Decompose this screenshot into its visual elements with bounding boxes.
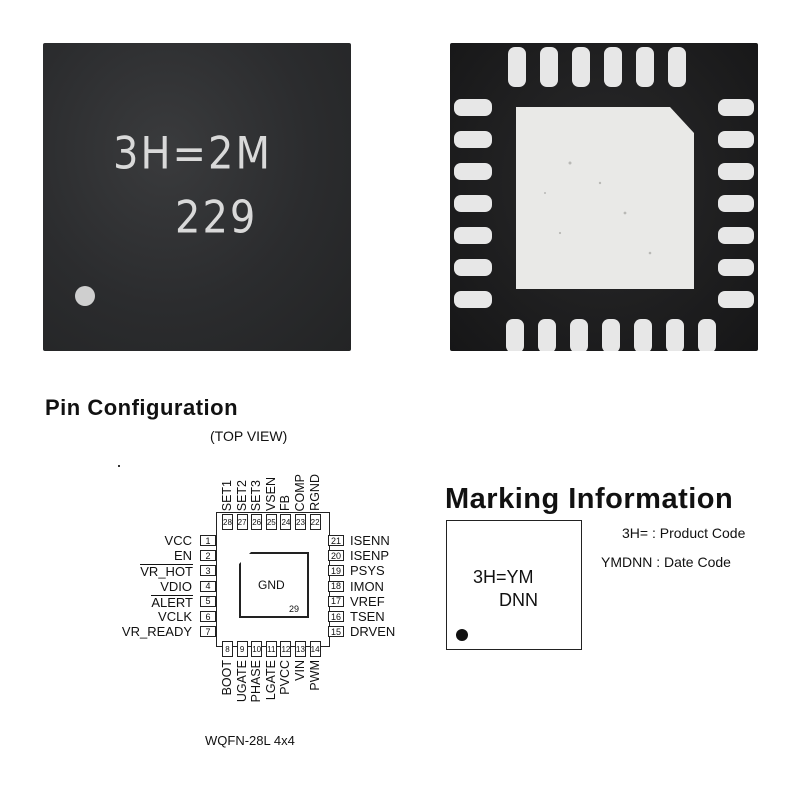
pin-20-box: 20	[328, 550, 344, 562]
pin-7-box: 7	[200, 626, 216, 638]
marking-information-title: Marking Information	[445, 483, 734, 515]
pin-11-label: LGATE	[263, 660, 278, 701]
pin-5-box: 5	[200, 595, 216, 607]
pin-13-label: VIN	[293, 660, 307, 681]
pin-4-label: VDIO	[160, 578, 192, 594]
chip-pads-graphic	[454, 47, 754, 351]
pin-16-label: TSEN	[350, 609, 385, 624]
pin-9-label: UGATE	[234, 660, 249, 703]
legend-product-code-desc: : Product Code	[651, 525, 746, 541]
pin-12-box: 12	[280, 641, 292, 657]
pin-13-box: 13	[295, 641, 306, 657]
pin-24-label: FB	[278, 495, 293, 511]
legend-date-code-key: YMDNN	[601, 554, 653, 570]
pin-8-label: BOOT	[220, 660, 234, 696]
pin-23-label: COMP	[293, 473, 307, 512]
pin-14-box: 14	[309, 641, 321, 657]
stray-dot	[118, 465, 120, 467]
pin-28-label: SET1	[220, 479, 234, 511]
pin-18-label: IMON	[350, 578, 384, 594]
pin-18-box: 18	[328, 580, 344, 592]
pin-14-label: PWM	[307, 660, 322, 691]
marking-pin1-dot-icon	[456, 629, 468, 641]
pin-1-label: VCC	[164, 533, 192, 548]
top-view-label: (TOP VIEW)	[210, 428, 288, 444]
pin-22-box: 22	[309, 514, 321, 530]
pin-21-box: 21	[328, 535, 344, 546]
legend-product-code-key: 3H=	[622, 525, 649, 541]
pin-19-box: 19	[328, 565, 344, 577]
pin-5-label: ALERT	[151, 594, 193, 610]
pin-22-label: RGND	[307, 474, 322, 511]
chip-marking-line2: 229	[175, 192, 258, 244]
pin-20-label: ISENP	[350, 548, 390, 564]
pin-6-label: VCLK	[158, 609, 192, 624]
pin-26-box: 26	[251, 514, 263, 530]
pin-25-box: 25	[265, 514, 277, 530]
pin-12-label: PVCC	[278, 660, 293, 695]
marking-box-line1: 3H=YM	[473, 567, 534, 587]
pin-6-box: 6	[200, 611, 216, 622]
pin-10-label: PHASE	[249, 660, 264, 703]
pin-19-label: PSYS	[350, 563, 385, 579]
pin-9-box: 9	[236, 641, 248, 657]
pin-10-box: 10	[251, 641, 263, 657]
pin-3-label: VR_HOT	[140, 564, 193, 580]
pin-17-label: VREF	[350, 593, 385, 609]
pin-configuration-title: Pin Configuration	[45, 395, 239, 420]
pin-21-label: ISENN	[350, 533, 390, 548]
pin-23-box: 23	[295, 514, 306, 530]
chip-marking-line1: 3H=2M	[113, 128, 273, 180]
exposed-pad-number: 29	[289, 604, 300, 614]
exposed-pad	[239, 552, 309, 618]
pin-8-box: 8	[222, 641, 233, 657]
pin-28-box: 28	[222, 514, 233, 530]
legend-date-code-desc: : Date Code	[656, 554, 731, 570]
pin-2-label: EN	[173, 548, 192, 564]
pin-17-box: 17	[328, 595, 344, 607]
pin-15-box: 15	[328, 626, 344, 638]
pin-25-label: VSEN	[263, 476, 278, 511]
pin-24-box: 24	[280, 514, 292, 530]
pin-27-box: 27	[236, 514, 248, 530]
pin-2-box: 2	[200, 550, 216, 562]
legend-date-code: YMDNN : Date Code	[601, 554, 731, 570]
pin-3-box: 3	[200, 565, 216, 577]
marking-box	[446, 520, 582, 650]
pin-1-box: 1	[200, 535, 216, 546]
exposed-pad-label: GND	[258, 578, 285, 592]
pin-16-box: 16	[328, 611, 344, 622]
pin-15-label: DRVEN	[350, 624, 396, 640]
pin-27-label: SET2	[234, 479, 249, 511]
legend-product-code: 3H= : Product Code	[622, 525, 745, 541]
pin-7-label: VR_READY	[121, 624, 192, 640]
pin1-dot-icon	[75, 286, 95, 306]
pin-11-box: 11	[265, 641, 277, 657]
chip-bottom-photo	[450, 43, 758, 351]
package-outline	[216, 512, 330, 647]
chip-top-photo: 3H=2M 229	[43, 43, 351, 351]
pin-4-box: 4	[200, 580, 216, 592]
package-name: WQFN-28L 4x4	[205, 733, 295, 748]
pin-26-label: SET3	[249, 479, 264, 511]
marking-box-line2: DNN	[499, 590, 538, 610]
